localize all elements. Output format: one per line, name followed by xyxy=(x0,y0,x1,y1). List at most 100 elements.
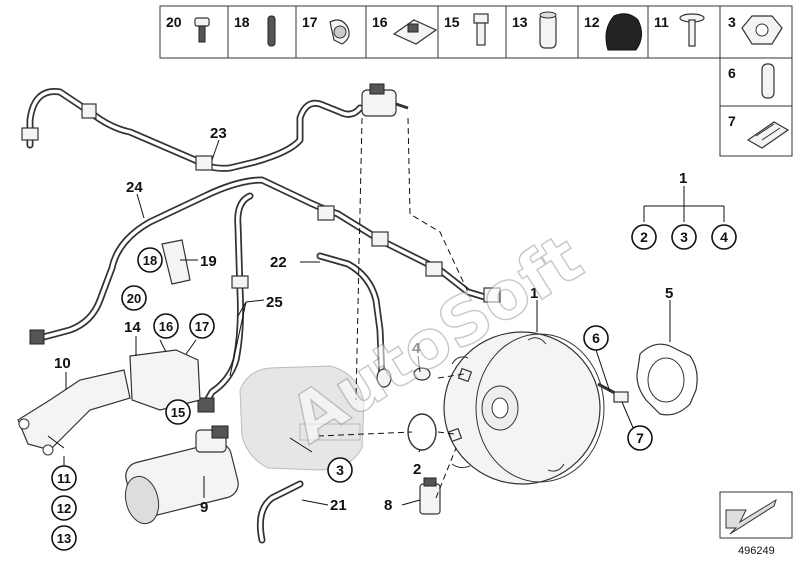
legend-cell-6[interactable] xyxy=(719,57,793,107)
image-number: 496249 xyxy=(738,545,775,557)
callout-label: 18 xyxy=(143,253,157,268)
callout-label: 3 xyxy=(680,229,688,245)
callout-label: 16 xyxy=(159,319,173,334)
callout-8[interactable]: 8 xyxy=(384,497,392,514)
callout-14[interactable]: 14 xyxy=(124,319,141,336)
callout-circle-11[interactable]: 11 xyxy=(51,465,77,491)
callout-label: 4 xyxy=(720,229,728,245)
callout-19[interactable]: 19 xyxy=(200,253,217,270)
callout-24[interactable]: 24 xyxy=(126,179,143,196)
callout-circle-17[interactable]: 17 xyxy=(189,313,215,339)
clip-bracket[interactable] xyxy=(161,239,191,285)
clip-icon xyxy=(267,15,276,47)
callout-label: 7 xyxy=(636,430,644,446)
check-valve[interactable] xyxy=(361,83,409,117)
callout-21[interactable]: 21 xyxy=(330,497,347,514)
spacer-sleeve-icon xyxy=(539,11,557,49)
legend-label: 20 xyxy=(166,14,182,30)
hose-clamp xyxy=(21,127,39,141)
brake-booster[interactable] xyxy=(443,331,605,485)
pump-bracket[interactable] xyxy=(129,349,201,411)
booster-stud[interactable] xyxy=(597,382,629,403)
circled-callouts: 2 3 4 6 7 3 18 20 xyxy=(51,224,737,551)
o-ring[interactable] xyxy=(407,413,437,451)
legend-label: 6 xyxy=(728,65,736,81)
gasket[interactable] xyxy=(636,343,698,416)
clamp-icon xyxy=(329,19,350,45)
hose-clamp xyxy=(195,155,213,171)
hose-clamp xyxy=(317,205,335,221)
legend-label: 11 xyxy=(654,14,669,30)
callout-circle-2[interactable]: 2 xyxy=(631,224,657,250)
screw-icon xyxy=(194,17,210,43)
callout-circle-18[interactable]: 18 xyxy=(137,247,163,273)
callout-circle-3-part[interactable]: 3 xyxy=(327,457,353,483)
callout-circle-4[interactable]: 4 xyxy=(711,224,737,250)
callout-circle-12[interactable]: 12 xyxy=(51,495,77,521)
callout-9[interactable]: 9 xyxy=(200,499,208,516)
callout-circle-20[interactable]: 20 xyxy=(121,285,147,311)
legend-label: 17 xyxy=(302,14,318,30)
callout-circle-16[interactable]: 16 xyxy=(153,313,179,339)
callout-23[interactable]: 23 xyxy=(210,125,227,142)
legend-label: 16 xyxy=(372,14,388,30)
callout-5[interactable]: 5 xyxy=(665,285,673,302)
hex-nut-icon xyxy=(741,15,783,45)
vacuum-sensor[interactable] xyxy=(419,477,441,515)
hose-clamp xyxy=(231,275,249,289)
rubber-grommet-icon xyxy=(605,13,642,51)
callout-circle-13[interactable]: 13 xyxy=(51,525,77,551)
callout-1[interactable]: 1 xyxy=(530,285,538,302)
callout-circle-6[interactable]: 6 xyxy=(583,325,609,351)
parts-legend: 20 18 17 16 15 13 12 11 3 6 7 xyxy=(159,5,793,157)
master-cylinder-outline xyxy=(239,365,365,471)
bolt-icon xyxy=(473,13,489,46)
callout-label: 12 xyxy=(57,501,71,516)
callout-22[interactable]: 22 xyxy=(270,254,287,271)
leader-lines xyxy=(47,117,725,506)
callout-label: 15 xyxy=(171,405,185,420)
legend-cell-15[interactable] xyxy=(437,5,507,59)
pipe-connector xyxy=(29,329,45,345)
callout-label: 6 xyxy=(592,330,600,346)
mounting-bracket[interactable] xyxy=(17,369,131,456)
legend-label: 13 xyxy=(512,14,528,30)
callout-circle-3[interactable]: 3 xyxy=(671,224,697,250)
callout-circle-7[interactable]: 7 xyxy=(627,425,653,451)
callout-label: 17 xyxy=(195,319,209,334)
legend-label: 15 xyxy=(444,14,460,30)
callout-label: 3 xyxy=(336,462,344,478)
spring-clip-icon xyxy=(746,121,790,149)
rivet-icon xyxy=(679,13,705,47)
arrow-icon xyxy=(725,498,777,535)
legend-label: 12 xyxy=(584,14,600,30)
hose-clamp xyxy=(371,231,389,247)
callout-circle-15[interactable]: 15 xyxy=(165,399,191,425)
callout-1-group[interactable]: 1 xyxy=(679,170,687,187)
callout-label: 20 xyxy=(127,291,141,306)
callout-label: 11 xyxy=(57,471,71,486)
callout-numbers: 23 24 19 22 25 14 10 9 21 8 4 2 1 5 1 xyxy=(54,125,687,516)
callout-10[interactable]: 10 xyxy=(54,355,71,372)
check-valve-grommet[interactable] xyxy=(376,367,431,388)
legend-label: 7 xyxy=(728,113,736,129)
legend-cell-20[interactable] xyxy=(159,5,229,59)
legend-label: 18 xyxy=(234,14,250,30)
callout-4[interactable]: 4 xyxy=(412,340,421,357)
pipe-21[interactable] xyxy=(256,480,304,544)
legend-cell-17[interactable] xyxy=(295,5,367,59)
bracket-nut-icon xyxy=(392,19,438,45)
pipe-connector xyxy=(197,397,215,413)
callout-25[interactable]: 25 xyxy=(266,294,283,311)
legend-cell-18[interactable] xyxy=(227,5,297,59)
legend-label: 3 xyxy=(728,14,736,30)
callout-label: 2 xyxy=(640,229,648,245)
diagram-nav-arrow[interactable] xyxy=(719,491,793,539)
vacuum-pump[interactable] xyxy=(121,425,242,527)
vacuum-pipes xyxy=(21,88,501,413)
pin-icon xyxy=(761,63,775,99)
callout-2[interactable]: 2 xyxy=(413,461,421,478)
callout-label: 13 xyxy=(57,531,71,546)
